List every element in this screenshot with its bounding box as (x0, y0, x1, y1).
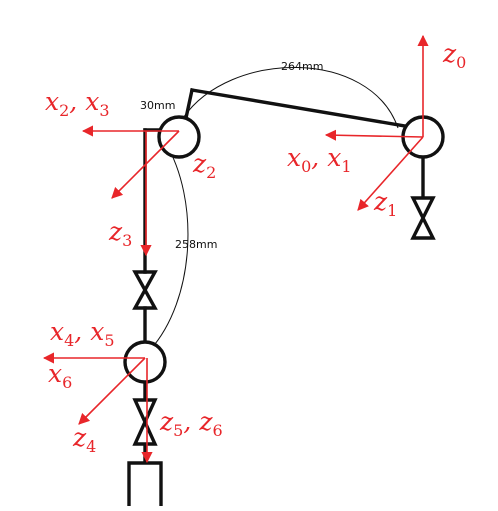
dimension-label-forearm: 258mm (175, 238, 217, 251)
label-z2: z2 (192, 149, 216, 182)
label-z3: z3 (108, 217, 132, 250)
label-z0: z0 (442, 39, 466, 72)
dimension-arc-upper-link (182, 67, 399, 129)
label-x4-x5: x4,x5 (50, 317, 115, 350)
wrist-joint-circle (123, 340, 167, 384)
label-x0-x1: x0,x1 (287, 143, 352, 176)
label-z4: z4 (72, 423, 96, 456)
shoulder-joint-circle (157, 115, 201, 159)
dimension-label-offset: 30mm (140, 99, 175, 112)
label-z1: z1 (373, 187, 397, 220)
label-z5-z6: z5,z6 (159, 407, 223, 440)
z1-axis-arrow (357, 136, 424, 211)
dimension-label-upper-link: 264mm (281, 60, 323, 73)
wrist-bowtie-joint (132, 398, 158, 446)
offset-link (183, 87, 195, 121)
label-x2-x3: x2,x3 (45, 87, 110, 120)
label-x6: x6 (48, 359, 72, 392)
base-bowtie-joint (410, 196, 436, 240)
dimension-arc-forearm (149, 141, 189, 351)
x0-axis-arrow (324, 129, 424, 141)
elbow-bowtie-joint (132, 270, 158, 310)
upper-link (190, 88, 407, 128)
z4-axis-arrow (78, 357, 146, 425)
gripper (127, 461, 163, 506)
